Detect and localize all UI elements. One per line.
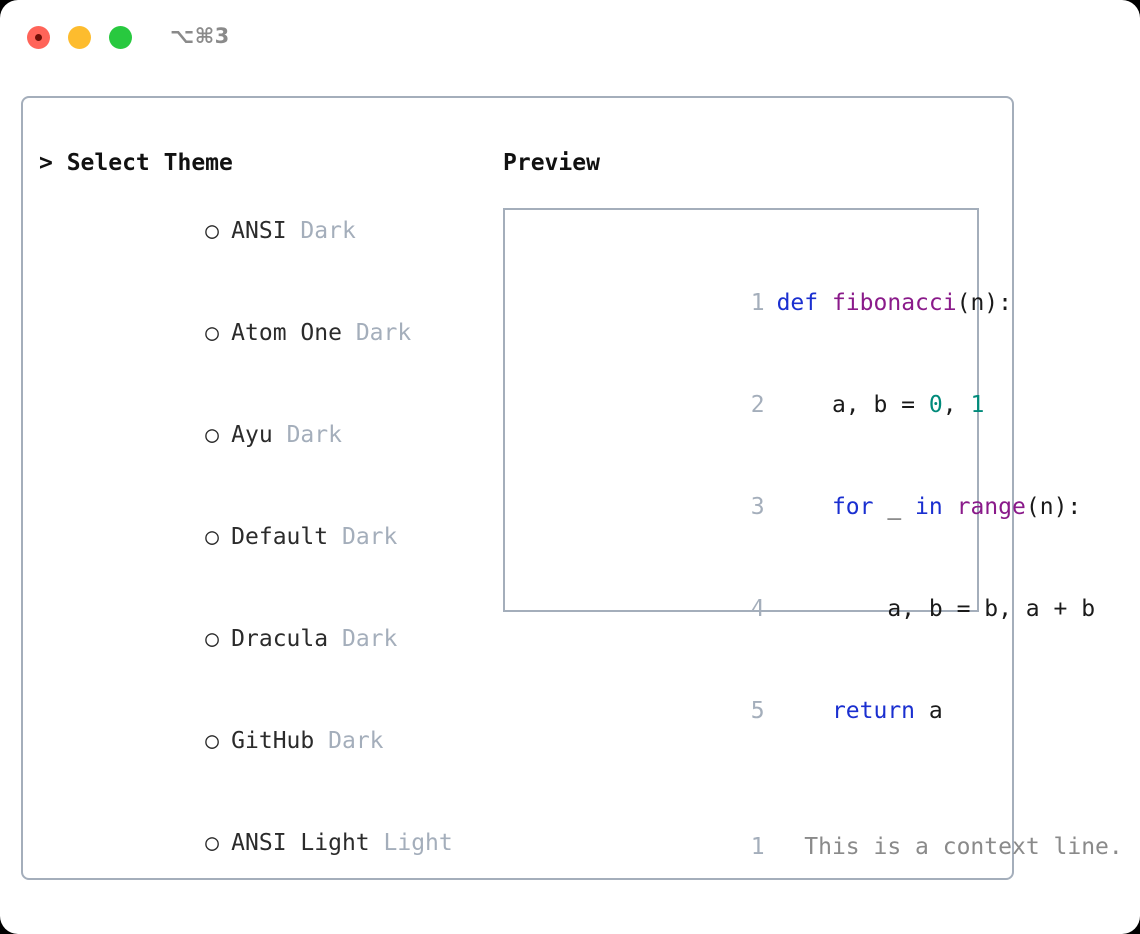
main-panel: > Select Theme ○ ANSI Dark ○ Atom One Dark… (21, 96, 1123, 934)
line-number: 4 (750, 596, 765, 622)
token-function: fibonacci (831, 290, 957, 316)
theme-label: ANSI (231, 218, 287, 244)
diff-line-deleted: 2- This line was deleted. (517, 898, 969, 934)
theme-tag: Light (383, 830, 453, 856)
theme-label: Ayu Light (231, 932, 356, 934)
token-identifier: a, b = b, a + b (776, 596, 1096, 622)
window-title: ⌥⌘3 (170, 24, 230, 48)
theme-label: Default (231, 524, 329, 550)
token-punctuation: ): (984, 290, 1012, 316)
radio-icon: ○ (205, 524, 220, 550)
token-punctuation: ( (956, 290, 971, 316)
token-identifier: _ (887, 494, 916, 520)
theme-tag: Dark (286, 422, 342, 448)
token-punctuation: ( (1025, 494, 1040, 520)
theme-tag: Dark (355, 320, 412, 346)
line-number: 5 (750, 698, 765, 724)
theme-option-list: ○ ANSI Dark ○ Atom One Dark ○ Ayu Dark ○ Def… (39, 180, 489, 934)
token-punctuation: ): (1053, 494, 1082, 520)
token-keyword: def (776, 290, 832, 316)
theme-option-default[interactable]: ○ Default Dark (39, 486, 489, 588)
diff-text: This is a context line. (790, 834, 1123, 860)
radio-icon: ○ (205, 422, 220, 448)
token-keyword: in (915, 494, 957, 520)
theme-label: ANSI Light (231, 830, 370, 856)
theme-option-ansi-light[interactable]: ○ ANSI Light Light (39, 792, 489, 894)
code-line: 4 a, b = b, a + b (517, 558, 1095, 660)
radio-icon: ○ (205, 728, 220, 754)
theme-tag: Dark (341, 626, 398, 652)
minimize-window-button[interactable] (68, 26, 91, 49)
token-keyword: return (776, 698, 929, 724)
code-line: 5 return a (517, 660, 969, 762)
theme-tag: Dark (341, 524, 398, 550)
radio-icon: ○ (205, 830, 220, 856)
line-number: 2 (750, 392, 765, 418)
theme-option-atom-one[interactable]: ○ Atom One Dark (39, 282, 489, 384)
theme-label: Dracula (231, 626, 329, 652)
theme-tag: Dark (300, 218, 356, 244)
radio-icon: ○ (205, 218, 220, 244)
diff-marker (777, 834, 791, 860)
theme-label: Ayu (231, 422, 273, 448)
token-identifier: n (970, 290, 985, 316)
panel-columns: > Select Theme ○ ANSI Dark ○ Atom One Dark… (23, 98, 1123, 934)
diff-line-context: 1 This is a context line. (517, 796, 1123, 898)
token-identifier: n (1039, 494, 1054, 520)
window-titlebar: ⌥⌘3 (0, 0, 1140, 76)
theme-option-ayu[interactable]: ○ Ayu Dark (39, 384, 489, 486)
token-number: 0 (928, 392, 943, 418)
token-number: 1 (970, 392, 985, 418)
theme-option-dracula[interactable]: ○ Dracula Dark (39, 588, 489, 690)
radio-icon: ○ (205, 626, 220, 652)
token-punctuation: , (942, 392, 971, 418)
token-keyword: for (776, 494, 888, 520)
select-theme-header: > Select Theme (39, 150, 233, 176)
code-line: 3 for _ in range(n): (517, 456, 1082, 558)
close-window-button[interactable] (27, 26, 50, 49)
theme-label: GitHub (231, 728, 315, 754)
token-identifier: a (928, 698, 943, 724)
theme-option-ansi[interactable]: ○ ANSI Dark (39, 180, 489, 282)
theme-option-ayu-light[interactable]: ○Ayu Light Light (39, 894, 489, 934)
diff-block: 1 This is a context line. 2- This line w… (517, 796, 1123, 934)
code-line: 1 def fibonacci(n): (517, 252, 1012, 354)
theme-label: Atom One (231, 320, 342, 346)
line-number: 3 (750, 494, 765, 520)
token-identifier: a, b = (776, 392, 929, 418)
theme-selection-column: > Select Theme ○ ANSI Dark ○ Atom One Dark… (39, 146, 489, 934)
radio-icon: ○ (205, 928, 231, 934)
radio-icon: ○ (205, 320, 220, 346)
line-number: 1 (750, 834, 765, 860)
line-number: 1 (750, 290, 765, 316)
theme-option-github[interactable]: ○ GitHub Dark (39, 690, 489, 792)
preview-header: Preview (503, 150, 600, 176)
code-line: 2 a, b = 0, 1 (517, 354, 985, 456)
theme-tag: Light (370, 932, 439, 934)
token-function: range (956, 494, 1026, 520)
theme-tag: Dark (328, 728, 384, 754)
window-controls (27, 26, 132, 49)
maximize-window-button[interactable] (109, 26, 132, 49)
